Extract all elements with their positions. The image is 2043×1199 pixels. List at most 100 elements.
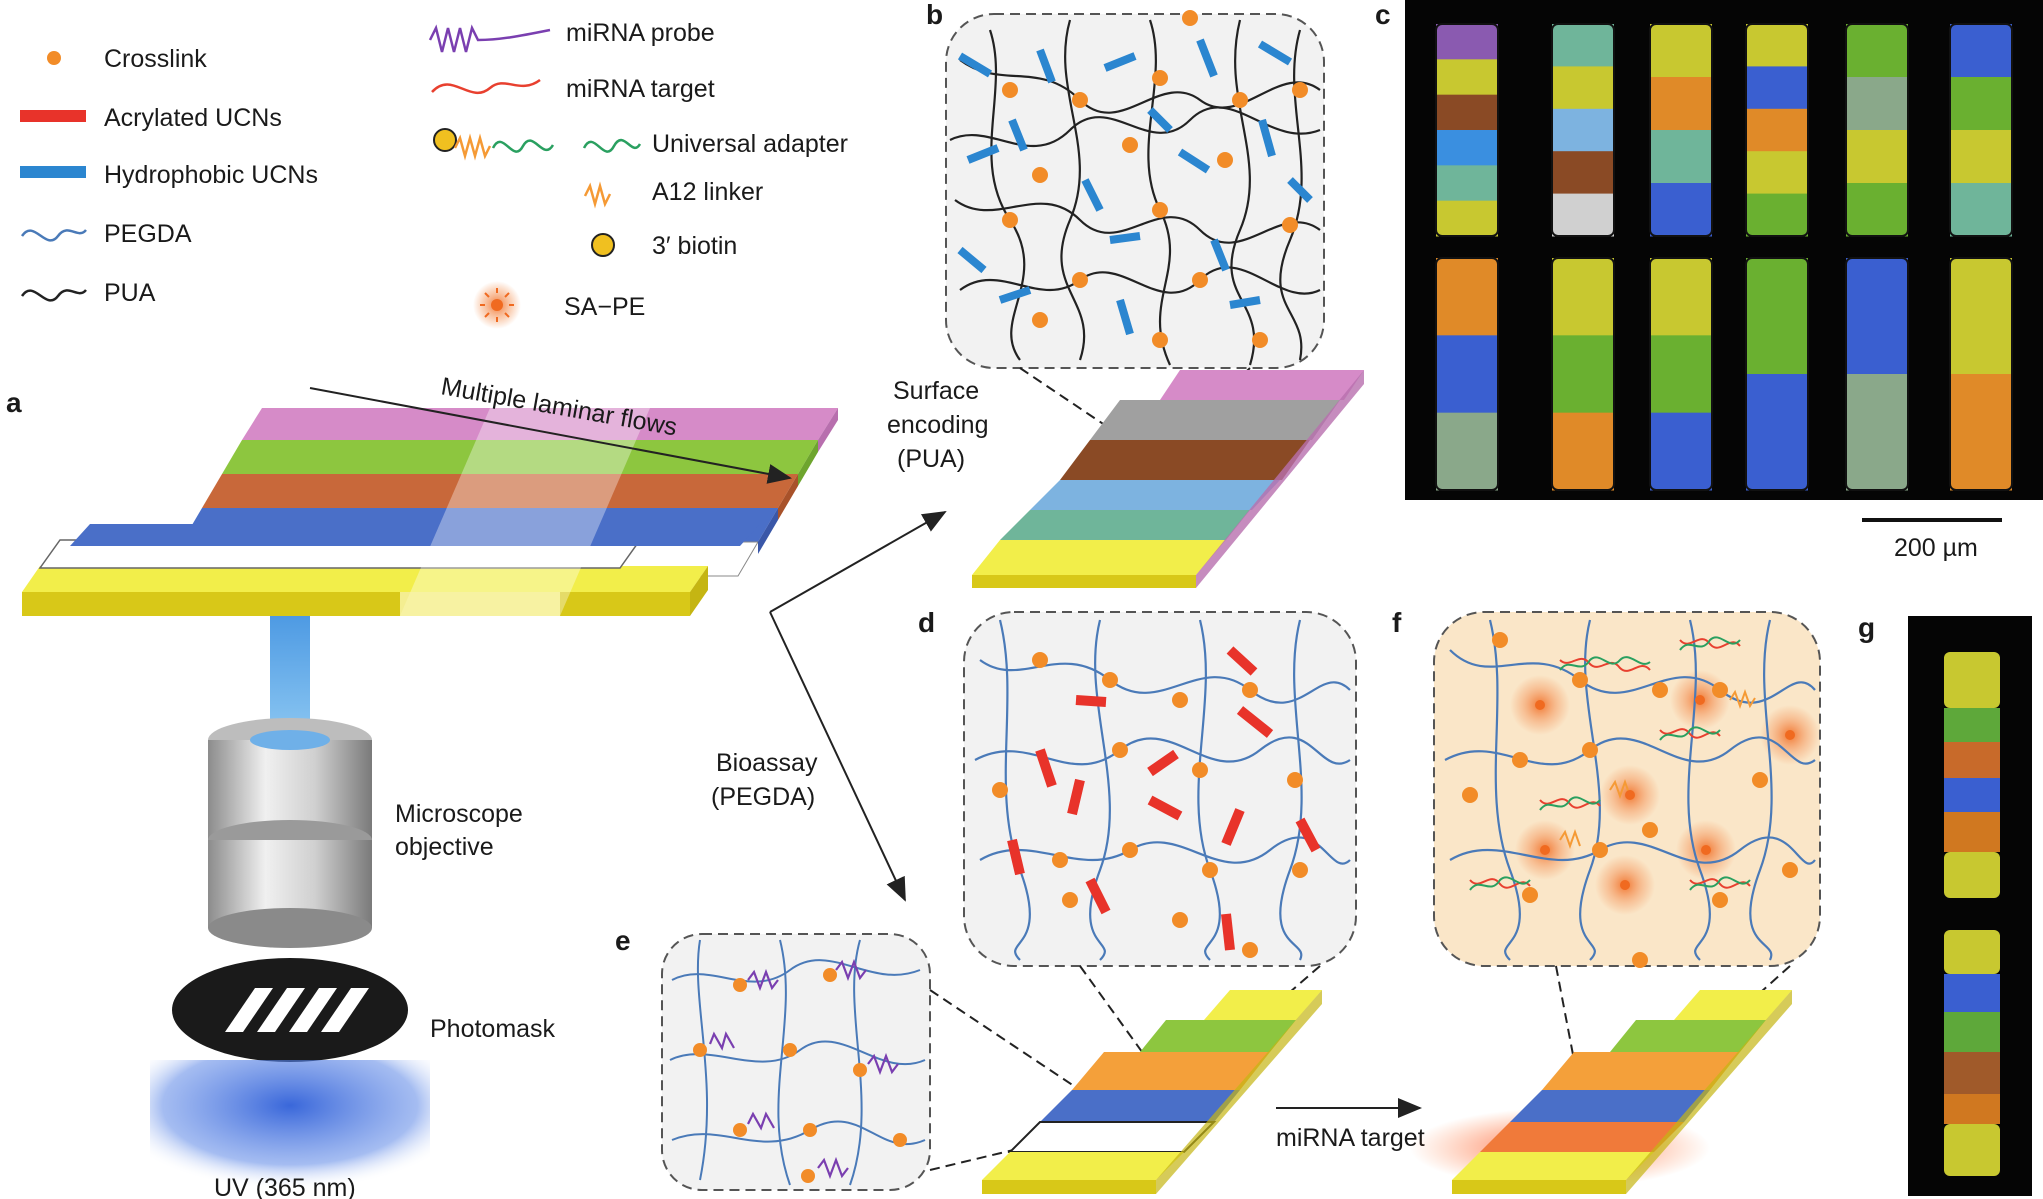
micrograph-c	[1405, 0, 2043, 500]
microscope-objective	[208, 718, 372, 948]
stripe-rust	[202, 474, 798, 508]
hybridized-network-inset-f	[1433, 611, 1821, 968]
particle-c-segment	[1950, 24, 2012, 78]
particle-g-bottom	[1944, 930, 2000, 1176]
particle-c-segment	[1746, 66, 1808, 110]
particle-c-segment	[1552, 151, 1614, 195]
sa-pe-rays	[480, 288, 514, 322]
legend-target: miRNA target	[431, 75, 715, 103]
particle-c-segment	[1650, 130, 1712, 184]
linker-key-icon	[583, 181, 612, 209]
legend-pua-label: PUA	[104, 279, 156, 307]
particle-c-segment	[1650, 258, 1712, 336]
universal-adapter-icon	[491, 139, 555, 153]
inset-b-leader-left	[1019, 367, 1131, 443]
panel-label-g: g	[1858, 612, 1875, 643]
pegda-icon	[20, 229, 87, 242]
bioassay-label-line1: Bioassay	[716, 749, 818, 777]
legend-sape-label: SA−PE	[564, 293, 645, 321]
particle-c-outline	[1845, 23, 1909, 237]
particle-c-outline	[1745, 23, 1809, 237]
particle-c-segment	[1552, 108, 1614, 152]
legend: Crosslink Acrylated UCNs Hydrophobic UCN…	[20, 19, 848, 329]
particle-c-segment	[1746, 108, 1808, 152]
particle-c-segment	[1650, 335, 1712, 414]
light-beam	[270, 616, 310, 736]
universal-adapter-key-icon	[582, 138, 642, 153]
particle-c-segment	[1846, 374, 1908, 491]
particle-c-outline	[1435, 23, 1499, 237]
biotin-key-icon	[591, 233, 615, 257]
panel-label-a: a	[6, 387, 22, 418]
glowing-particle-f	[1410, 990, 1792, 1194]
legend-adapter-label: Universal adapter	[652, 130, 848, 158]
legend-crosslink-label: Crosslink	[104, 45, 207, 73]
particle-c-segment	[1650, 412, 1712, 491]
stripe-green	[222, 440, 818, 474]
sa-pe-core	[491, 299, 503, 311]
uv-label: UV (365 nm)	[214, 1174, 356, 1199]
particle-c-outline	[1435, 257, 1499, 491]
particle-c-segment	[1436, 258, 1498, 336]
panel-label-e: e	[615, 925, 631, 956]
a12-linker-icon	[453, 133, 492, 161]
legend-pegda: PEGDA	[20, 220, 192, 248]
bioassay-label-line2: (PEGDA)	[711, 783, 815, 811]
objective-label-line1: Microscope	[395, 800, 523, 828]
particle-c-segment	[1746, 258, 1808, 375]
particle-c-outline	[1551, 257, 1615, 491]
legend-target-label: miRNA target	[566, 75, 715, 103]
objective-label-line2: objective	[395, 833, 494, 861]
particle-c-segment	[1436, 412, 1498, 491]
pua-network-inset	[945, 10, 1325, 369]
particle-c-segment	[1650, 183, 1712, 237]
particle-c-segment	[1552, 258, 1614, 336]
particle-c-segment	[1846, 77, 1908, 131]
particle-c-segment	[1436, 130, 1498, 166]
particle-c-segment	[1846, 24, 1908, 78]
particle-c-segment	[1436, 59, 1498, 96]
micrograph-g	[1908, 616, 2032, 1196]
particle-c-segment	[1746, 193, 1808, 237]
mirna-target-label: miRNA target	[1276, 1124, 1425, 1152]
stripe-yellow-top	[22, 566, 708, 592]
surface-label-line2: encoding	[887, 411, 988, 439]
pua-icon	[20, 289, 87, 302]
legend-acrylated-label: Acrylated UCNs	[104, 104, 282, 132]
particle-c-segment	[1552, 66, 1614, 110]
mirna-probe-icon	[428, 24, 551, 53]
particle-c-segment	[1746, 374, 1808, 491]
laminar-flow-arrow	[309, 387, 792, 484]
inset-f-leader-left	[1555, 965, 1585, 1113]
particle-c-segment	[1552, 335, 1614, 414]
panel-label-f: f	[1392, 607, 1402, 638]
legend-hydrophobic: Hydrophobic UCNs	[20, 161, 318, 189]
legend-probe-label: miRNA probe	[566, 19, 715, 47]
particle-c-segment	[1436, 24, 1498, 60]
particle-c-outline	[1649, 23, 1713, 237]
particle-c-segment	[1950, 258, 2012, 375]
particle-c-segment	[1436, 94, 1498, 131]
particle-c-outline	[1649, 257, 1713, 491]
scale-bar-label: 200 µm	[1894, 534, 1978, 562]
arrow-to-bioassay	[769, 611, 906, 902]
mirna-target-icon	[431, 78, 541, 95]
panel-label-c: c	[1375, 0, 1391, 30]
acrylated-ucn-icon	[20, 110, 86, 122]
pegda-network-inset-d	[963, 611, 1357, 967]
particle-c-segment	[1746, 24, 1808, 67]
particle-c-segment	[1436, 165, 1498, 202]
encoded-particle-b	[972, 370, 1364, 588]
particle-c-outline	[1949, 257, 2013, 491]
particle-c-outline	[1551, 23, 1615, 237]
particle-c-segment	[1950, 374, 2012, 491]
illumination-window	[400, 408, 650, 616]
stripe-pink	[242, 408, 838, 440]
laminar-flow-slab	[22, 408, 838, 616]
panel-label-b: b	[926, 0, 943, 30]
legend-acrylated: Acrylated UCNs	[20, 104, 282, 132]
particle-c-outline	[1845, 257, 1909, 491]
legend-sape: SA−PE	[473, 281, 645, 329]
particle-c-segment	[1950, 130, 2012, 184]
